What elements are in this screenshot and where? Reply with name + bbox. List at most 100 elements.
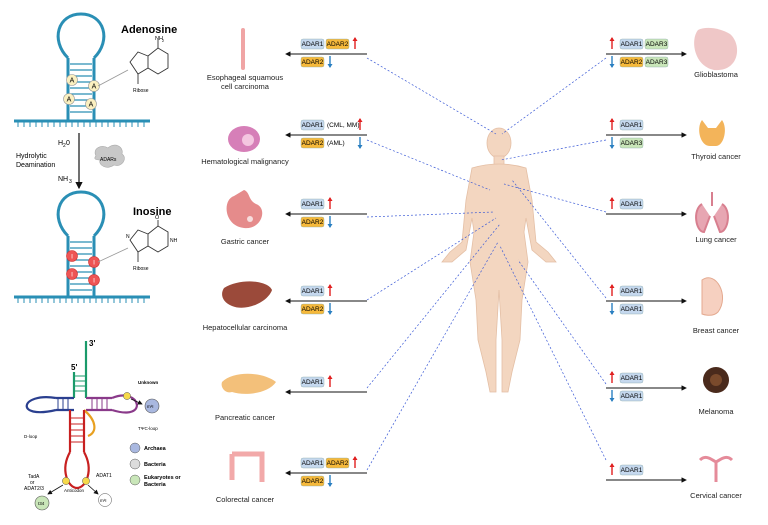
i34-site-marker (62, 477, 70, 485)
adenosine-title: Adenosine (121, 24, 177, 36)
unknown-label: Unknown (138, 380, 158, 385)
adar-tag-box (619, 56, 644, 68)
inosine-title: Inosine (133, 206, 172, 218)
adar-tag-label: ADAR1 (302, 201, 324, 208)
adar-tag-label: ADAR1 (302, 122, 324, 129)
base-label-i: I (71, 254, 73, 261)
cancer-name: Thyroid cancer (691, 152, 741, 161)
adar-tag-box (300, 56, 325, 68)
adar-tag-label: ADAR1 (621, 201, 643, 208)
legend-swatch-archaea (129, 442, 141, 454)
up-arrowhead (609, 37, 615, 41)
hydrolytic-label: Hydrolytic (16, 153, 47, 160)
cancer-name: Hematological malignancy (201, 157, 289, 166)
down-arrowhead (327, 483, 333, 487)
hypoxanthine-structure (129, 220, 169, 262)
lungs-icon (695, 192, 729, 234)
a37-site-marker (82, 477, 90, 485)
legend-swatch-bacteria (129, 458, 141, 470)
base-label-a: A (92, 84, 97, 91)
base-label-i: I (71, 272, 73, 279)
adar-tag-label: ADAR2 (302, 140, 324, 147)
adar-tag-label: ADAR2 (302, 219, 324, 226)
liver-icon (222, 281, 272, 308)
m1i-label-2: m¹I (100, 498, 107, 503)
i34-label: I34 (38, 501, 45, 506)
or-label: or (30, 480, 35, 486)
down-arrowhead (357, 145, 363, 149)
nh3-sub: 3 (69, 179, 72, 185)
cancer-name: Gastric cancer (221, 237, 270, 246)
tpsic-loop-label: TΨC-loop (138, 426, 158, 431)
adar-tag-label: ADAR1 (621, 375, 643, 382)
connector-lines (366, 57, 607, 471)
adar-tag-label: ADAR1 (621, 122, 643, 129)
pancreas-icon (221, 373, 276, 394)
down-arrowhead (609, 311, 615, 315)
unknown-site-marker (123, 392, 131, 400)
down-arrowhead (609, 64, 615, 68)
up-arrowhead (609, 197, 615, 201)
adar-tag-box (300, 119, 325, 131)
nh-label: NH (170, 238, 178, 244)
adar-tag-label: ADAR1 (302, 41, 324, 48)
adar-tag-box (619, 119, 644, 131)
adar-tag-box (644, 56, 669, 68)
adar-tag-box (619, 372, 644, 384)
three-prime-label: 3' (89, 339, 95, 348)
adar-tag-box (619, 137, 644, 149)
down-arrowhead (327, 311, 333, 315)
up-arrowhead (357, 118, 363, 122)
trna-diagram: 3' 5' D-loop TΨC-loop Anticodon Unknown … (24, 339, 182, 511)
adar-tag-box (619, 38, 644, 50)
organism-legend: Archaea Bacteria Eukaryotes or Bacteria (129, 442, 182, 488)
adar-tag-label: ADAR3 (646, 41, 668, 48)
blood-cell-nucleus-icon (242, 134, 254, 146)
cancer-group-left: ADAR1(CML, MM)ADAR2(AML)Hematological ma… (201, 118, 367, 166)
cancer-name: Colorectal cancer (216, 495, 275, 504)
m1i-archaea-product (144, 398, 160, 414)
legend-label-eukaryotes: Eukaryotes or (144, 475, 182, 481)
adenosine-rna-diagram: A A A A Adenosine NH 2 Ribose (14, 12, 177, 127)
cancer-name: Cervical cancer (690, 491, 742, 500)
up-arrowhead (609, 284, 615, 288)
adar-enzyme-icon (94, 144, 125, 168)
adar-tag-box (325, 457, 350, 469)
down-arrowhead (609, 398, 615, 402)
down-arrowhead (609, 145, 615, 149)
m1i-label: m¹I (147, 404, 154, 409)
o-label: O (155, 215, 160, 221)
adenine-structure (129, 40, 169, 84)
n-label: N (126, 234, 130, 240)
adar-tag-box (619, 464, 644, 476)
adar-tag-label: ADAR1 (302, 460, 324, 467)
rna-backbone-ticks (17, 121, 145, 127)
legend-label-archaea: Archaea (144, 446, 167, 452)
adar-tag-label: ADAR2 (327, 41, 349, 48)
adar-tag-label: ADAR1 (302, 379, 324, 386)
up-arrowhead (327, 375, 333, 379)
adar-tag-box (300, 303, 325, 315)
nh3-label: NH (58, 176, 68, 183)
stomach-lesion-icon (247, 216, 253, 222)
adar-tag-label: ADAR1 (621, 41, 643, 48)
adar-tag-box (300, 216, 325, 228)
adat1-label: ADAT1 (96, 473, 112, 479)
cancer-name: Melanoma (698, 407, 734, 416)
up-arrowhead (609, 371, 615, 375)
adars-label: ADARs (100, 157, 117, 163)
adar-tag-label: ADAR1 (621, 393, 643, 400)
cancer-name: Lung cancer (695, 235, 737, 244)
organ-icons (221, 27, 738, 482)
breast-icon (701, 277, 723, 316)
